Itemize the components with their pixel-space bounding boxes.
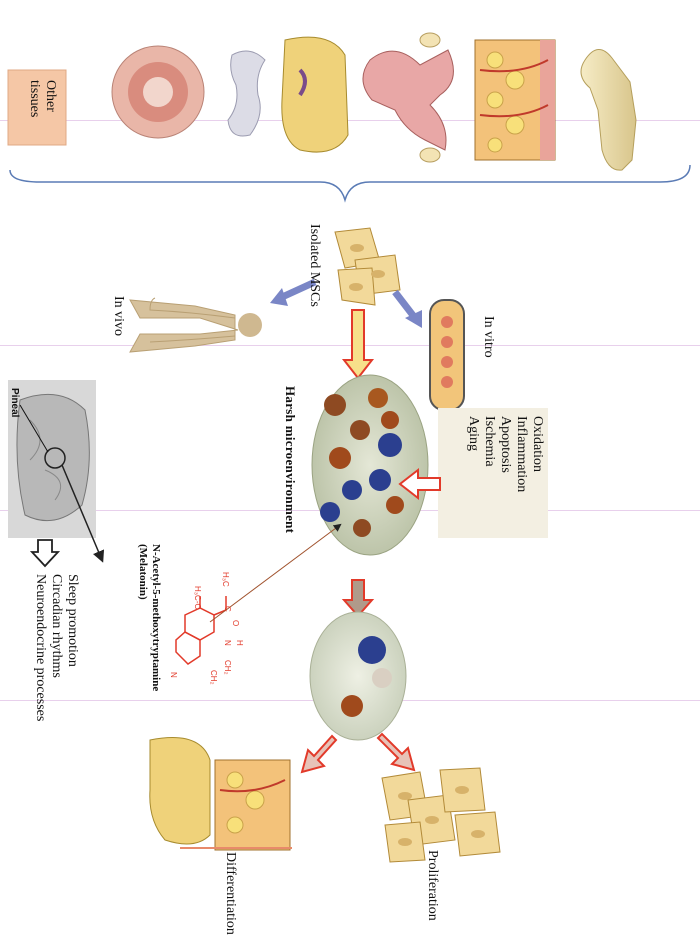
harsh-env-label: Harsh microenvironment [282, 386, 298, 533]
in-vivo-label: In vivo [110, 296, 126, 336]
atom-ch2b: CH₂ [209, 670, 218, 685]
stress-item-ischemia: Ischemia [481, 416, 497, 492]
melatonin-name: N-Acetyl-5-methoxytryptamine [149, 544, 162, 691]
tissues-box-line2: tissues [26, 80, 42, 117]
atom-h: H [235, 640, 244, 646]
pancreas-illustration [228, 51, 265, 136]
stress-item-inflammation: Inflammation [513, 416, 529, 492]
tissues-box-label: Other tissues [26, 80, 58, 117]
pineal-functions-list: Sleep promotion Circadian rhythms Neuroe… [32, 574, 80, 721]
skin-tissue-illustration [475, 40, 555, 160]
melatonin-label: N-Acetyl-5-methoxytryptamine (Melatonin) [136, 544, 162, 691]
proliferation-cells [382, 768, 500, 862]
tooth-illustration [112, 46, 204, 138]
arrow-to-differentiation [302, 736, 336, 772]
atom-n: N [223, 640, 232, 646]
grouping-brace [10, 165, 690, 200]
differentiation-liver-illustration [150, 738, 210, 845]
atom-c: C [223, 606, 232, 612]
arrow-to-in-vitro [395, 292, 415, 318]
isolated-mscs-cells [335, 228, 400, 305]
differentiation-label: Differentiation [222, 852, 238, 935]
function-sleep: Sleep promotion [64, 574, 80, 721]
atom-nh: N [169, 672, 178, 678]
arrow-to-harsh-env [344, 310, 372, 378]
in-vitro-label: In vitro [480, 316, 496, 358]
tissues-box-line1: Other [42, 80, 58, 117]
melatonin-alias: (Melatonin) [136, 544, 149, 691]
protected-cell [372, 668, 392, 688]
liver-illustration [282, 37, 348, 152]
stress-item-aging: Aging [465, 416, 481, 492]
atom-o: O [231, 620, 240, 626]
atom-ch3o: H₃C-O [193, 586, 202, 610]
bone-illustration [581, 49, 636, 170]
function-circadian: Circadian rhythms [48, 574, 64, 721]
brain-illustration [17, 394, 89, 520]
uterus-illustration [363, 33, 453, 162]
stress-list: Oxidation Inflammation Apoptosis Ischemi… [465, 416, 545, 492]
stress-item-apoptosis: Apoptosis [497, 416, 513, 492]
petri-dish-illustration [430, 300, 464, 410]
pineal-label: Pineal [6, 388, 22, 417]
protected-cell [341, 695, 363, 717]
stress-item-oxidation: Oxidation [529, 416, 545, 492]
isolated-mscs-label: Isolated MSCs [306, 224, 322, 307]
atom-h3c: H₃C [221, 572, 230, 587]
differentiation-skin-illustration [215, 760, 290, 850]
proliferation-label: Proliferation [424, 850, 440, 921]
brain-output-arrow [32, 540, 58, 566]
arrow-to-proliferation [378, 734, 414, 770]
arrow-to-protected [344, 580, 372, 616]
atom-ch2a: CH₂ [223, 660, 232, 675]
human-body-illustration [130, 298, 262, 352]
function-neuroendocrine: Neuroendocrine processes [32, 574, 48, 721]
protected-cell [358, 636, 386, 664]
